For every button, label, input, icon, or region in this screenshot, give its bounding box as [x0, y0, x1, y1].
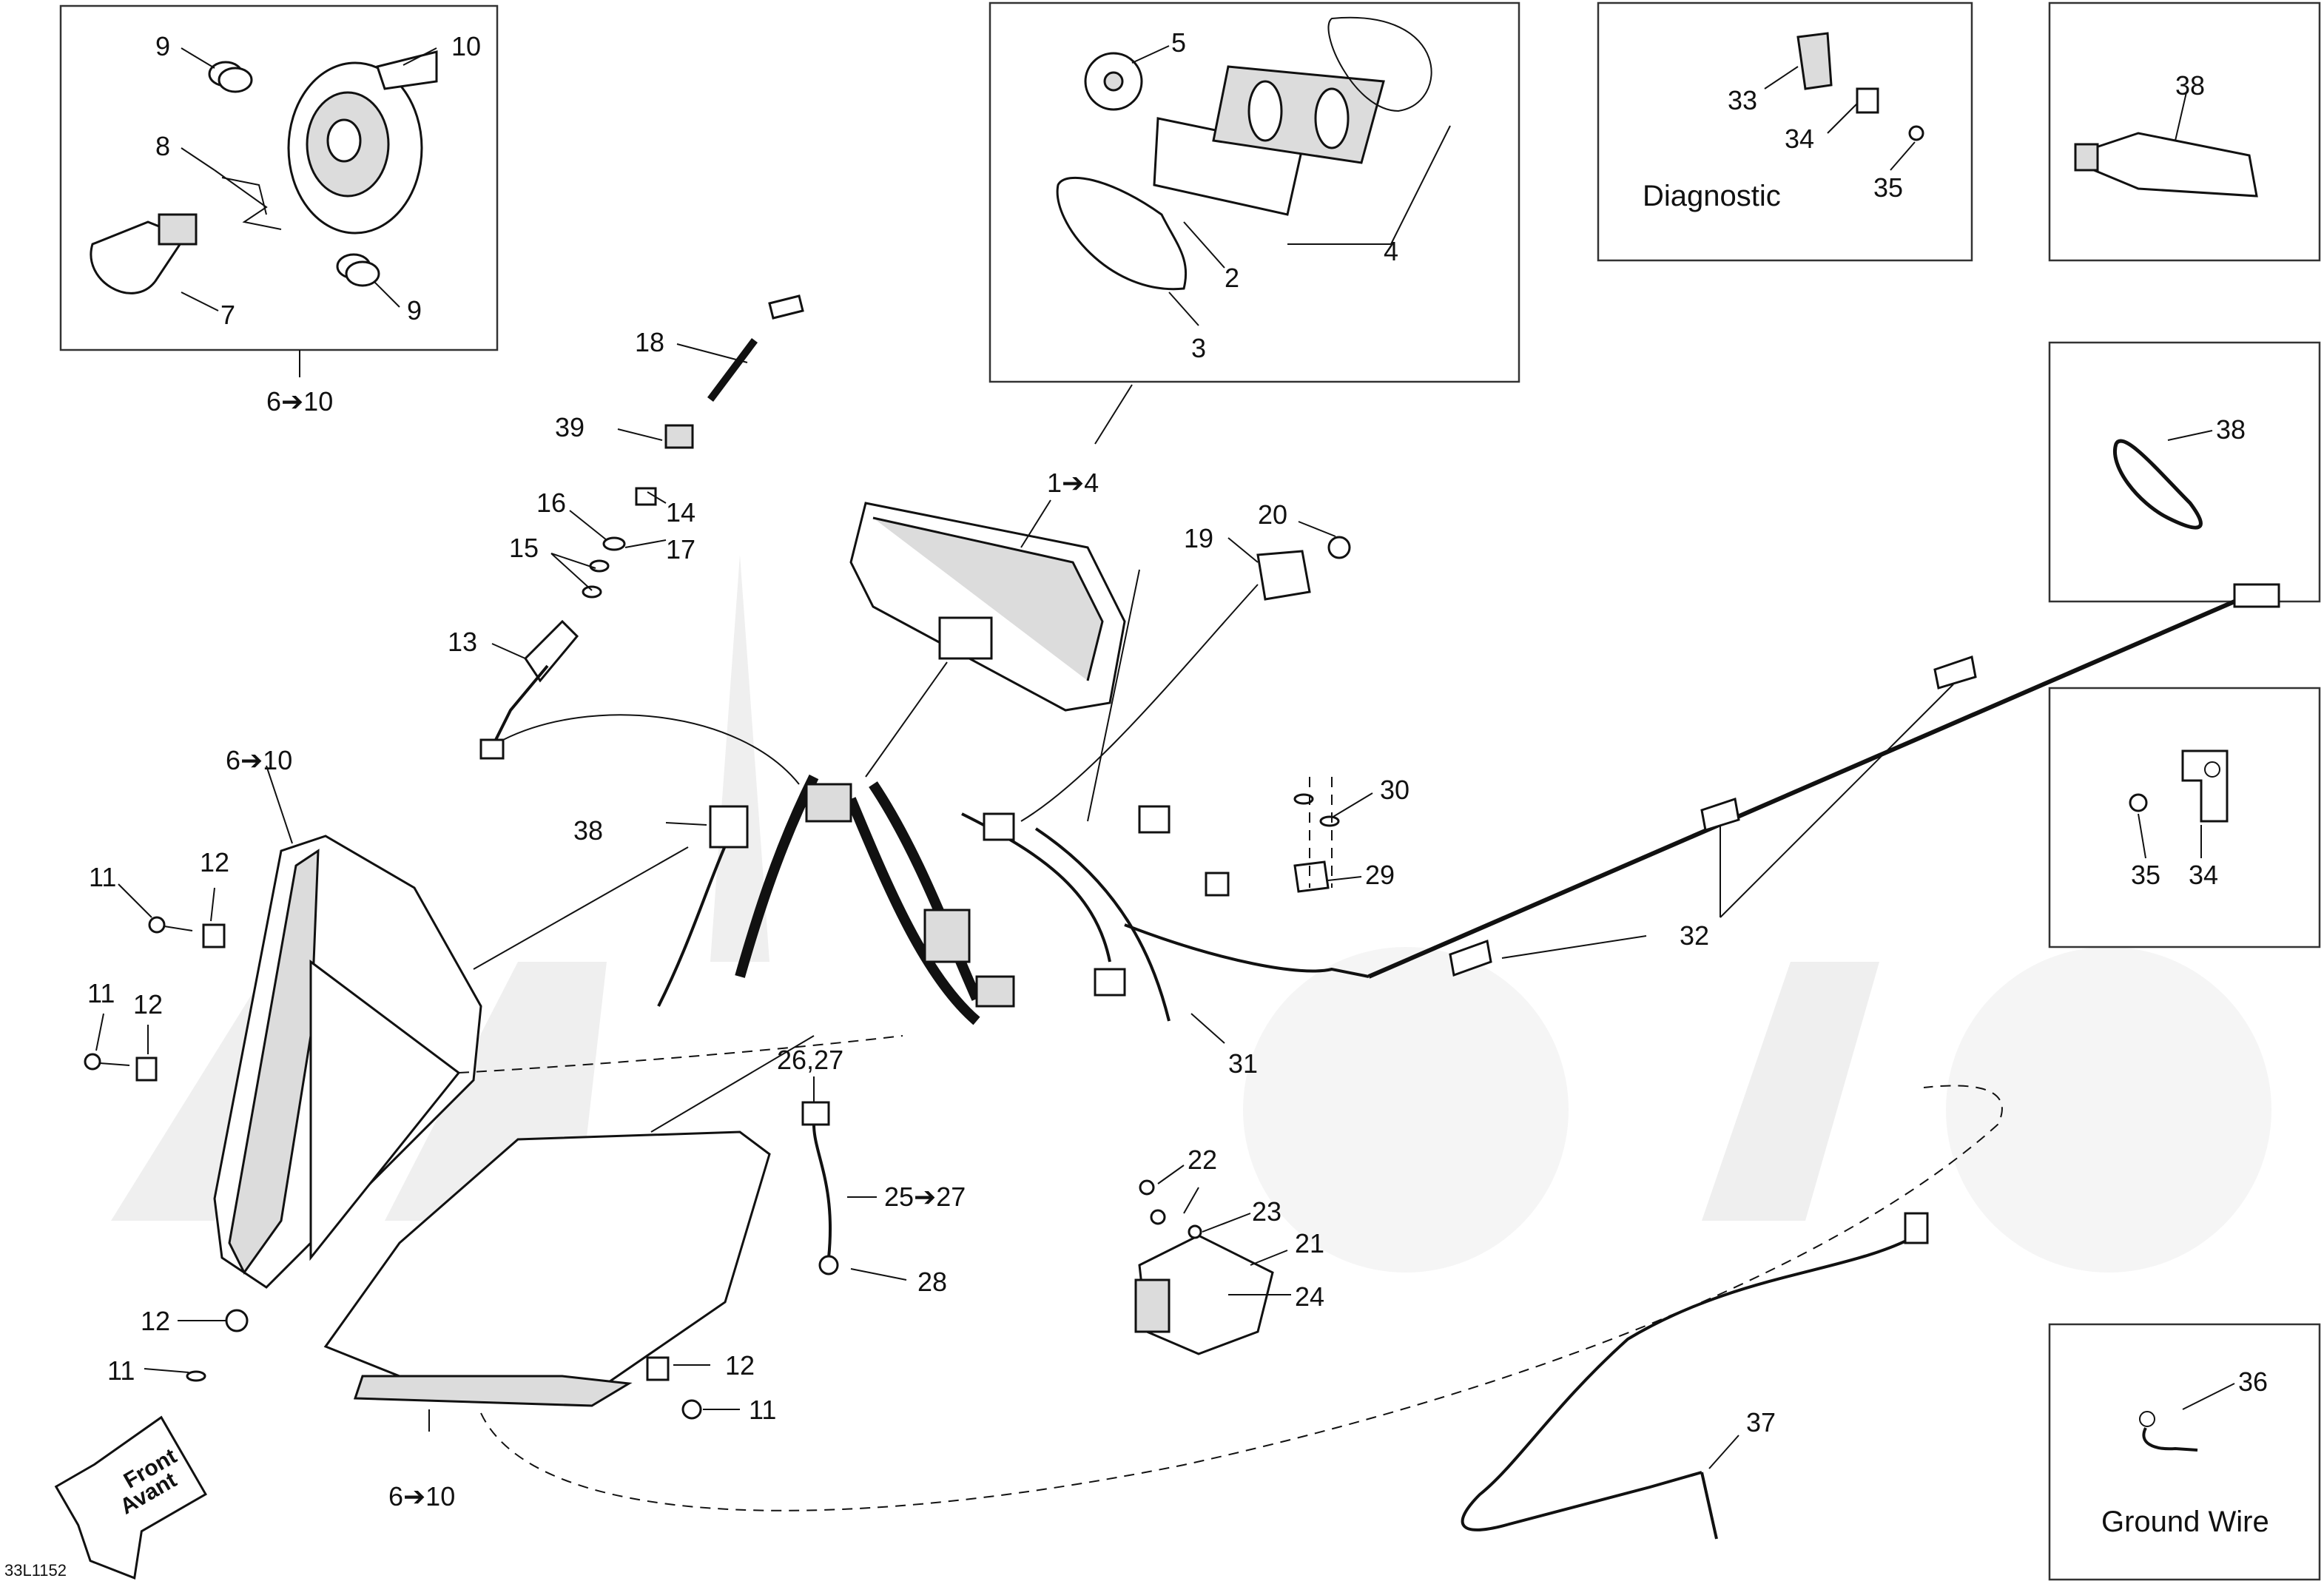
- callout-6-10-b: 6➔10: [226, 745, 292, 775]
- callout-36: 36: [2238, 1366, 2268, 1397]
- electronic-module: [1134, 1165, 1291, 1355]
- callout-12-d: 12: [725, 1350, 755, 1381]
- callout-17: 17: [666, 534, 695, 564]
- clip-icon: [1856, 87, 1879, 114]
- callout-2: 2: [1225, 263, 1239, 293]
- callout-18: 18: [635, 327, 664, 357]
- retaining-spring-icon: [214, 169, 282, 230]
- inset-headlight-bulb: [59, 4, 499, 377]
- switch-assembly: [1227, 521, 1351, 601]
- callout-35-a: 35: [1873, 172, 1903, 203]
- left-headlight: [213, 765, 482, 1289]
- inset-diagnostic: [1597, 1, 1973, 262]
- inset-ground-wire: [2048, 1323, 2321, 1581]
- rubber-boot-icon-a: [208, 61, 253, 93]
- callout-6-10-a: 6➔10: [266, 386, 333, 417]
- callout-11-c: 11: [107, 1355, 135, 1386]
- callout-16: 16: [536, 488, 566, 518]
- callout-38-a: 38: [2175, 70, 2205, 101]
- callout-5: 5: [1171, 27, 1186, 58]
- connector-38: [665, 805, 749, 849]
- figure-code: 33L1152: [4, 1561, 67, 1580]
- callout-20: 20: [1258, 499, 1287, 530]
- dielectric-grease-tube-icon: [2092, 132, 2258, 198]
- cable-37: [1461, 1212, 1929, 1540]
- gasket-icon: [1327, 16, 1432, 112]
- callout-33: 33: [1728, 85, 1757, 115]
- callout-11-d: 11: [749, 1395, 776, 1425]
- ground-wire-icon: [2142, 1427, 2198, 1452]
- callout-37: 37: [1746, 1407, 1776, 1438]
- rubber-boot-icon-b: [336, 253, 380, 287]
- callout-3: 3: [1191, 333, 1206, 363]
- callout-31: 31: [1228, 1048, 1258, 1079]
- callout-34-a: 34: [1785, 124, 1814, 154]
- sensor-29-30: [1293, 777, 1373, 893]
- tie-strap-icon: [2113, 439, 2203, 530]
- callout-10: 10: [451, 31, 481, 61]
- screw-icon: [1908, 125, 1924, 141]
- callout-35-b: 35: [2131, 860, 2160, 890]
- callout-25-27: 25➔27: [884, 1182, 966, 1212]
- callout-1-4: 1➔4: [1047, 468, 1099, 498]
- speed-sensor-assembly: [479, 294, 804, 785]
- clamp-screw-icon: [2129, 793, 2148, 812]
- callout-34-b: 34: [2189, 860, 2218, 890]
- callout-6-10-c: 6➔10: [388, 1481, 455, 1511]
- callout-23: 23: [1252, 1196, 1281, 1227]
- bezel-icon: [1056, 176, 1188, 291]
- callout-12-b: 12: [133, 989, 163, 1020]
- callout-22: 22: [1188, 1145, 1217, 1175]
- callout-19: 19: [1184, 523, 1213, 553]
- callout-38-b: 38: [2216, 414, 2246, 445]
- callout-4: 4: [1384, 236, 1398, 266]
- diagnostic-caption: Diagnostic: [1643, 180, 1781, 212]
- ground-wire-caption: Ground Wire: [2101, 1506, 2269, 1538]
- callout-24: 24: [1295, 1281, 1324, 1312]
- headlight-reflector-icon: [287, 50, 438, 235]
- clamp-icon: [2181, 749, 2229, 823]
- callout-11-a: 11: [89, 862, 116, 892]
- callout-9-a: 9: [155, 31, 170, 61]
- callout-39: 39: [555, 412, 585, 442]
- callout-26-27: 26,27: [777, 1045, 843, 1075]
- callout-29: 29: [1365, 860, 1395, 890]
- instrument-cluster: [849, 499, 1126, 778]
- diagnostic-connector-icon: [1796, 32, 1833, 90]
- inset-tie-strap: [2048, 341, 2321, 603]
- callout-14: 14: [666, 497, 695, 528]
- routing-dashed-line: [480, 1085, 2003, 1511]
- right-headlight: [323, 1130, 771, 1432]
- bulb-icon: [90, 213, 198, 294]
- callout-21: 21: [1295, 1228, 1324, 1258]
- callout-11-b: 11: [87, 978, 115, 1008]
- right-headlight-fasteners: [646, 1356, 740, 1420]
- callout-38-c: 38: [573, 815, 603, 846]
- callout-15: 15: [509, 533, 539, 563]
- callout-12-a: 12: [200, 847, 229, 877]
- harness-clips: [1449, 655, 1977, 977]
- sensor-lead: [801, 1076, 907, 1281]
- callout-8: 8: [155, 131, 170, 161]
- callout-30: 30: [1380, 775, 1409, 805]
- main-wiring-harness: [657, 569, 2280, 1044]
- callout-28: 28: [917, 1267, 947, 1297]
- left-headlight-fasteners: [84, 883, 249, 1382]
- callout-12-c: 12: [141, 1306, 170, 1336]
- inset-clamp: [2048, 687, 2321, 948]
- routing-dashed-line-2: [458, 1035, 903, 1074]
- inset-gauge-cluster: [988, 1, 1520, 445]
- callout-7: 7: [220, 300, 235, 330]
- callout-13: 13: [448, 627, 477, 657]
- callout-32: 32: [1680, 920, 1709, 951]
- callout-9-b: 9: [407, 295, 422, 326]
- front-arrow-icon: [54, 1415, 207, 1580]
- inset-tube: [2048, 1, 2321, 262]
